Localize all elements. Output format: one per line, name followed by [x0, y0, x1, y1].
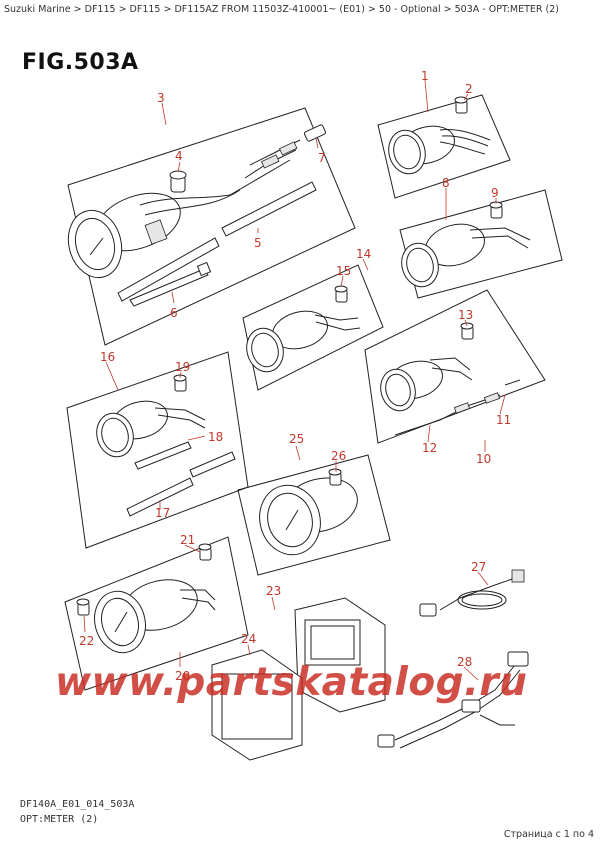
callout-9[interactable]: 9 — [491, 186, 499, 200]
kit-panel-10 — [364, 289, 546, 444]
callout-2[interactable]: 2 — [465, 82, 473, 96]
gauge-3 — [67, 159, 291, 279]
callout-1[interactable]: 1 — [421, 69, 429, 83]
callout-6[interactable]: 6 — [170, 306, 178, 320]
bulb-21 — [198, 543, 212, 561]
gauge-25 — [237, 454, 391, 576]
leader-lines — [83, 79, 506, 681]
callout-27[interactable]: 27 — [471, 560, 486, 574]
sensor-27 — [419, 569, 525, 617]
kit-panel-8 — [399, 189, 563, 299]
callout-13[interactable]: 13 — [458, 308, 473, 322]
bezel-24 — [211, 649, 303, 761]
callout-3[interactable]: 3 — [157, 91, 165, 105]
callout-4[interactable]: 4 — [175, 149, 183, 163]
callout-28[interactable]: 28 — [457, 655, 472, 669]
kit-panel-20 — [64, 536, 249, 691]
callout-25[interactable]: 25 — [289, 432, 304, 446]
callout-15[interactable]: 15 — [336, 264, 351, 278]
kit-panel-1 — [377, 94, 511, 199]
callout-11[interactable]: 11 — [496, 413, 511, 427]
callout-21[interactable]: 21 — [180, 533, 195, 547]
callout-16[interactable]: 16 — [100, 350, 115, 364]
callout-5[interactable]: 5 — [254, 236, 262, 250]
cable-tie-18 — [134, 441, 192, 470]
display-unit-23 — [294, 597, 386, 713]
figure-title: FIG.503A — [22, 50, 139, 75]
connector-7 — [244, 124, 327, 179]
callout-14[interactable]: 14 — [356, 247, 371, 261]
callout-7[interactable]: 7 — [318, 151, 326, 165]
callout-10[interactable]: 10 — [476, 452, 491, 466]
figure-code: DF140A_E01_014_503A — [20, 799, 135, 810]
callout-24[interactable]: 24 — [241, 632, 256, 646]
breadcrumb[interactable]: Suzuki Marine > DF115 > DF115 > DF115AZ … — [4, 4, 559, 15]
callout-12[interactable]: 12 — [422, 441, 437, 455]
tube-5 — [117, 181, 317, 302]
callouts: 3 4 7 5 6 1 2 8 9 14 15 13 16 19 18 17 1… — [79, 69, 511, 683]
figure-name: OPT:METER (2) — [20, 814, 99, 825]
kit-panel-14 — [242, 264, 384, 391]
cable-tie-6 — [129, 261, 212, 307]
callout-19[interactable]: 19 — [175, 360, 190, 374]
tube-17 — [126, 451, 236, 517]
bulb-22 — [76, 598, 90, 616]
bulb-26 — [328, 468, 342, 486]
callout-8[interactable]: 8 — [442, 176, 450, 190]
bulb-9 — [489, 201, 503, 219]
bulb-15 — [334, 285, 348, 303]
callout-18[interactable]: 18 — [208, 430, 223, 444]
callout-20[interactable]: 20 — [175, 669, 190, 683]
bulb-4 — [169, 170, 187, 193]
callout-22[interactable]: 22 — [79, 634, 94, 648]
callout-26[interactable]: 26 — [331, 449, 346, 463]
page-counter: Страница с 1 по 4 — [503, 829, 594, 840]
bulb-13 — [460, 322, 474, 340]
harness-28 — [377, 651, 529, 749]
callout-23[interactable]: 23 — [266, 584, 281, 598]
callout-17[interactable]: 17 — [155, 506, 170, 520]
bulb-2 — [454, 96, 468, 114]
kit-panel-3 — [67, 107, 356, 346]
